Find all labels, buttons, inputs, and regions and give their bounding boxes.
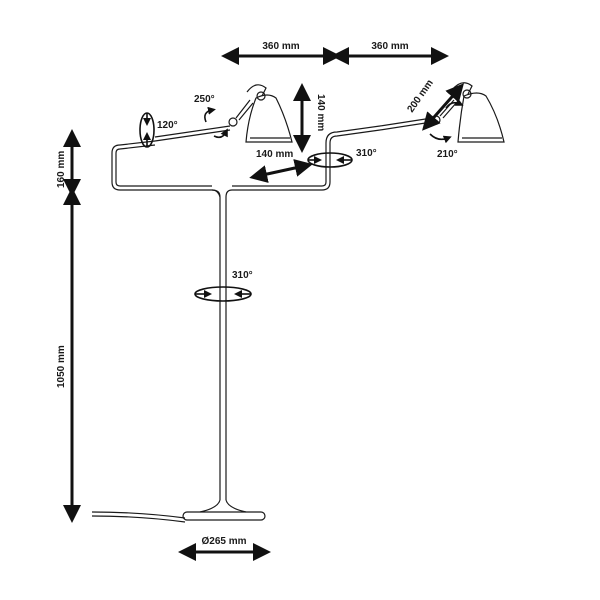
arm-200-arrow xyxy=(422,83,464,131)
rotation-indicators xyxy=(139,98,464,302)
cable xyxy=(91,511,186,523)
rot-250-arc xyxy=(204,106,216,123)
dimension-arrows xyxy=(63,47,464,561)
label-arm-200: 200 mm xyxy=(405,78,435,115)
arm-140-horiz-arrow xyxy=(249,159,313,183)
label-height-1050: 1050 mm xyxy=(56,345,67,388)
label-rot-210: 210° xyxy=(437,149,458,160)
left-riser xyxy=(111,144,221,198)
label-rot-310-right: 310° xyxy=(356,148,377,159)
right-lamp-head xyxy=(431,82,505,143)
label-rot-310-stem: 310° xyxy=(232,270,253,281)
label-arm-140-vert: 140 mm xyxy=(315,94,326,131)
right-riser xyxy=(232,125,381,191)
left-lamp-head xyxy=(228,84,293,143)
label-arm-140-horiz: 140 mm xyxy=(256,149,293,160)
label-top-left-width: 360 mm xyxy=(262,41,299,52)
label-top-right-width: 360 mm xyxy=(371,41,408,52)
label-rot-250: 250° xyxy=(194,94,215,105)
label-rot-120: 120° xyxy=(157,120,178,131)
label-height-160: 160 mm xyxy=(56,151,67,188)
stem xyxy=(219,197,227,500)
label-base-diameter: Ø265 mm xyxy=(201,536,246,547)
rot-210-arc xyxy=(429,133,452,144)
dimension-labels: 360 mm 360 mm 250° 120° 140 mm 140 mm 31… xyxy=(56,41,458,547)
stem-junction xyxy=(211,189,233,198)
left-arm xyxy=(154,125,231,142)
base-flare xyxy=(199,499,247,513)
base-disc xyxy=(182,511,266,521)
right-arm xyxy=(379,117,433,131)
